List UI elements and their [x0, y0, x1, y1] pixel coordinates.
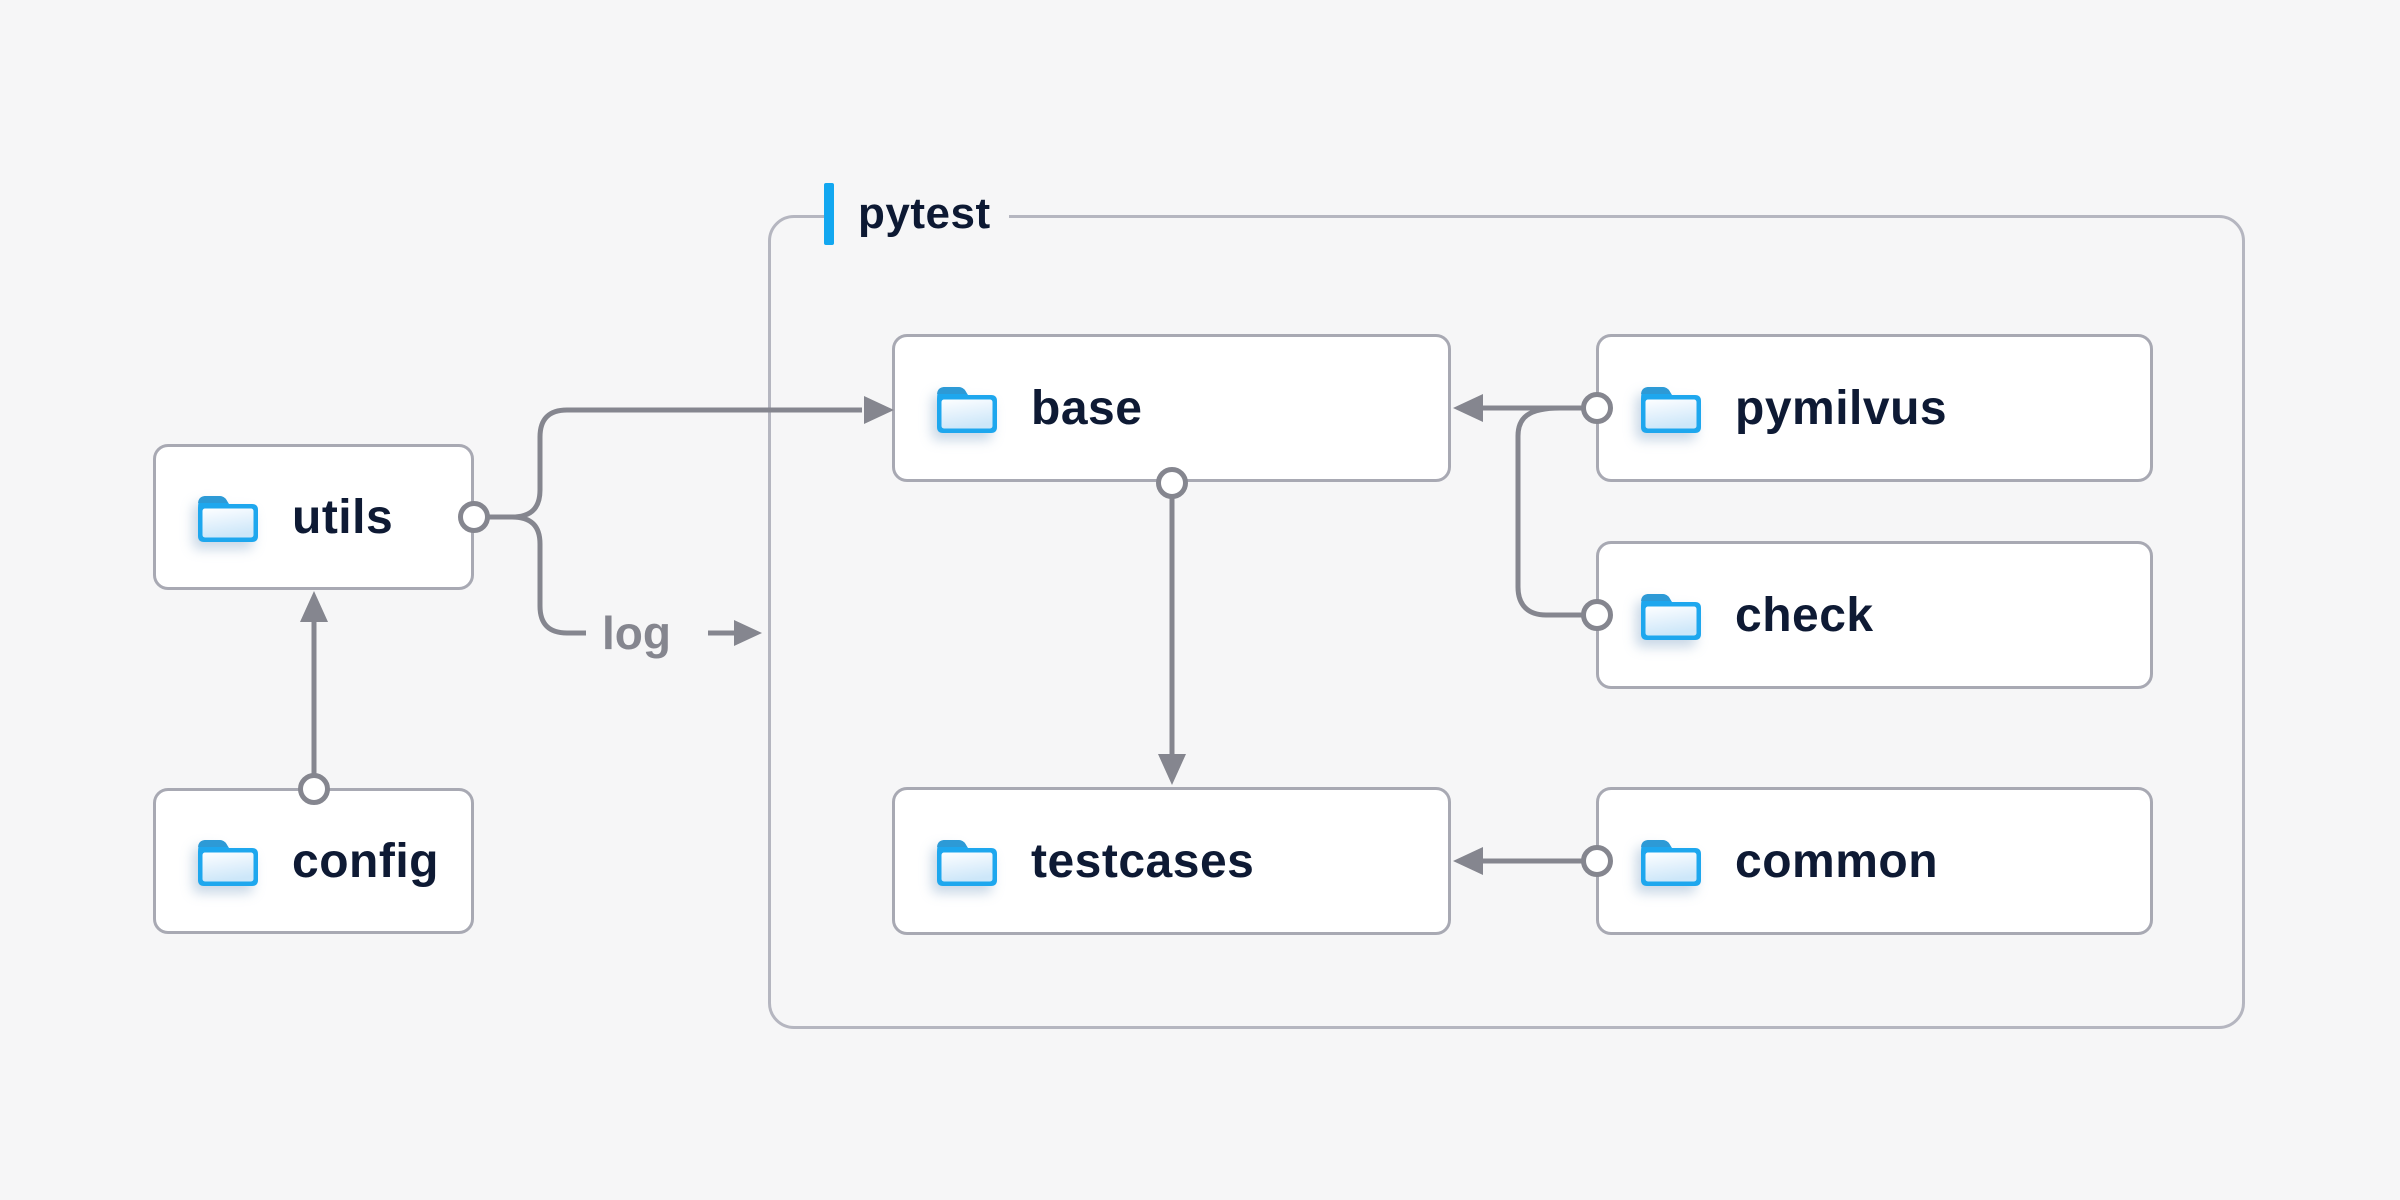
node-label: common	[1735, 834, 1939, 888]
accent-bar	[824, 183, 834, 245]
folder-icon	[1641, 387, 1701, 433]
node-config: config	[153, 788, 474, 934]
node-common: common	[1596, 787, 2153, 935]
node-label: check	[1735, 588, 1874, 642]
node-base: base	[892, 334, 1451, 482]
pytest-group-container	[768, 215, 2245, 1029]
folder-icon	[937, 387, 997, 433]
node-testcases: testcases	[892, 787, 1451, 935]
node-utils: utils	[153, 444, 474, 590]
node-label: config	[292, 834, 439, 888]
pytest-group-label: pytest	[824, 180, 1009, 248]
pytest-group-title: pytest	[858, 189, 991, 238]
node-label: utils	[292, 490, 394, 544]
folder-icon	[1641, 594, 1701, 640]
folder-icon	[937, 840, 997, 886]
node-label: testcases	[1031, 834, 1255, 888]
node-check: check	[1596, 541, 2153, 689]
node-label: pymilvus	[1735, 381, 1948, 435]
folder-icon	[198, 496, 258, 542]
node-pymilvus: pymilvus	[1596, 334, 2153, 482]
edge-config-to-utils	[298, 591, 330, 805]
folder-icon	[1641, 840, 1701, 886]
node-label: base	[1031, 381, 1143, 435]
edge-label-log: log	[602, 607, 671, 659]
folder-icon	[198, 840, 258, 886]
